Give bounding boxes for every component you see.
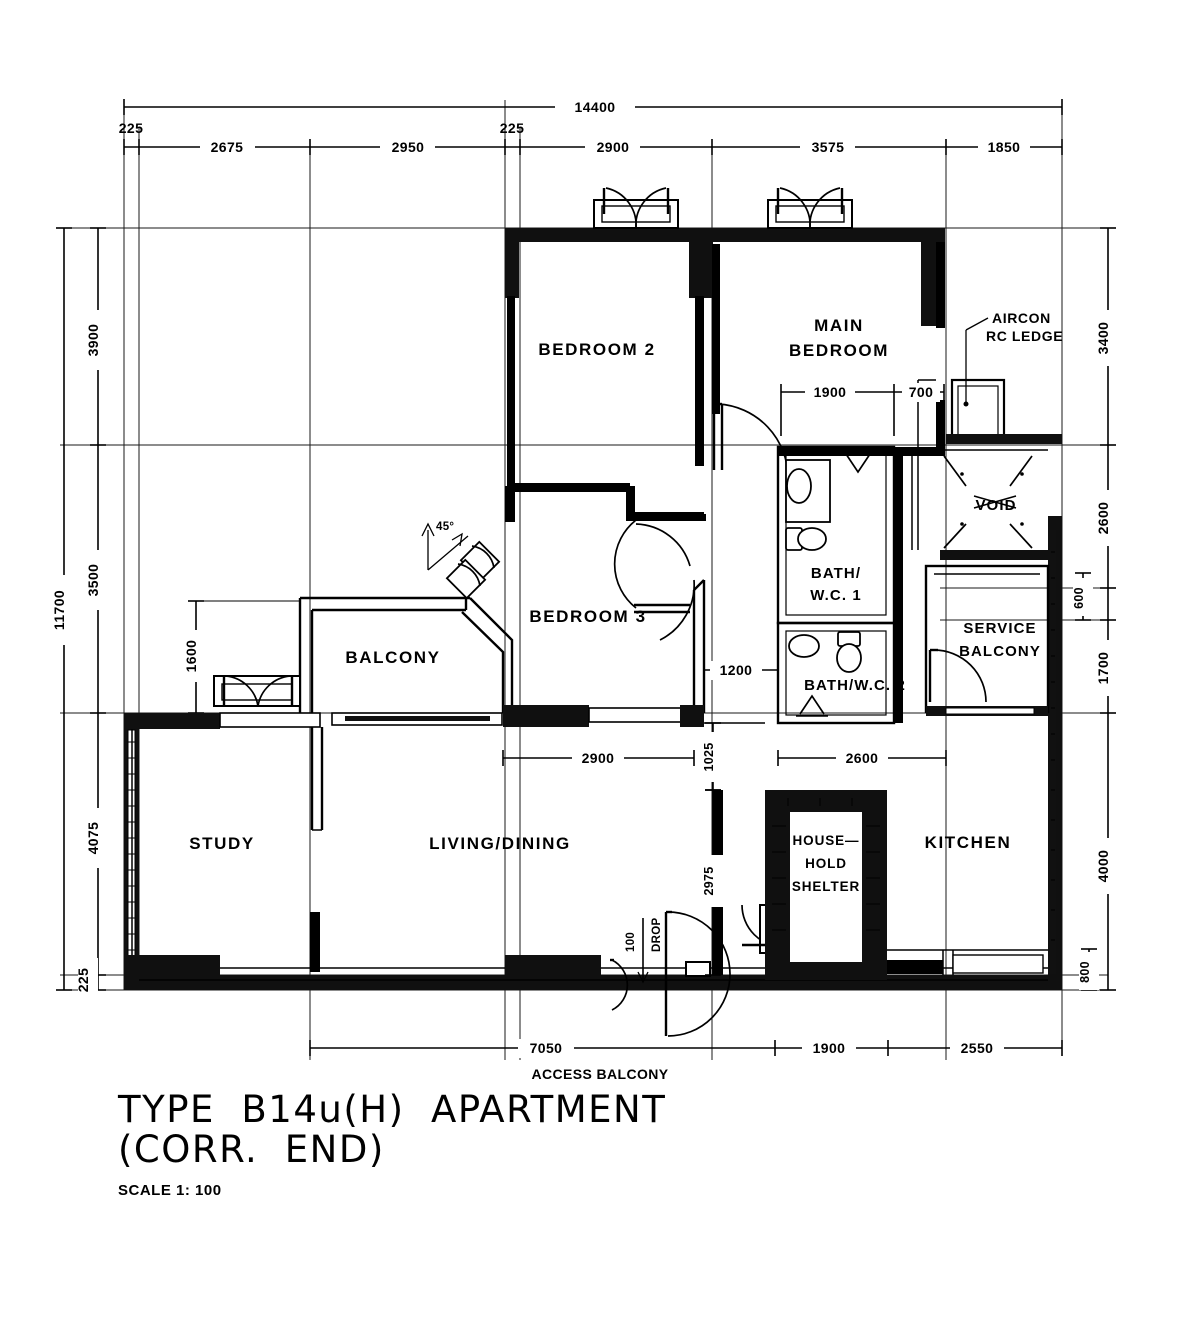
entrance-door: 100 DROP bbox=[610, 910, 731, 1037]
door-bedroom2 bbox=[613, 519, 690, 614]
dim-bedroom3-2900: 2900 bbox=[502, 749, 695, 768]
main-bedroom-label-line1: MAIN bbox=[814, 316, 864, 335]
angle-45-annotation: 45° bbox=[421, 521, 469, 571]
dim-top-2675: 2675 bbox=[211, 139, 244, 155]
bath-corridor-partition bbox=[894, 379, 936, 723]
dim-bottom-1900: 1900 bbox=[813, 1040, 846, 1056]
wall-hatch-right bbox=[1050, 530, 1056, 974]
dim-2975: 2975 bbox=[702, 789, 723, 976]
drawing-title-line2: (CORR. END) bbox=[118, 1128, 385, 1171]
bath-wc1-label-line1: BATH/ bbox=[811, 565, 861, 582]
bath-wc-2: BATH/W.C. 2 bbox=[776, 621, 906, 725]
dim-balcony-depth: 1600 bbox=[183, 600, 300, 714]
drop-annotation: 100 DROP bbox=[625, 918, 663, 984]
shelter-label-line3: SHELTER bbox=[792, 879, 860, 894]
bedroom2-label: BEDROOM 2 bbox=[538, 340, 655, 359]
dim-bottom-7050: 7050 bbox=[530, 1040, 563, 1056]
bottom-dimension-chain: 7050 1900 2550 ACCESS BALCONY bbox=[309, 1039, 1063, 1082]
study-label: STUDY bbox=[189, 834, 255, 853]
wall-top-exterior bbox=[505, 228, 945, 242]
drop-word-label: DROP bbox=[651, 918, 663, 952]
dim-1900-label: 1900 bbox=[814, 384, 847, 400]
dim-main-bedroom-1900: 1900 bbox=[780, 383, 895, 436]
drawing-title-line1: TYPE B14u(H) APARTMENT bbox=[118, 1088, 667, 1131]
bath-wc1-label-line2: W.C. 1 bbox=[810, 587, 862, 604]
drawing-scale: SCALE 1: 100 bbox=[118, 1182, 222, 1199]
grid-extension-lines bbox=[60, 100, 1108, 1060]
household-shelter: HOUSE— HOLD SHELTER bbox=[765, 790, 887, 980]
dim-left-4075: 4075 bbox=[85, 822, 101, 855]
living-dining-label: LIVING/DINING bbox=[429, 834, 571, 853]
dim-top-2950: 2950 bbox=[392, 139, 425, 155]
service-balcony: SERVICE BALCONY bbox=[924, 564, 1050, 716]
bath-wc-1: BATH/ W.C. 1 bbox=[776, 445, 896, 625]
dim-top-1850: 1850 bbox=[988, 139, 1021, 155]
title-block: TYPE B14u(H) APARTMENT (CORR. END) SCALE… bbox=[118, 1088, 818, 1200]
service-balcony-label-line2: BALCONY bbox=[959, 643, 1041, 660]
balcony-label: BALCONY bbox=[345, 648, 440, 667]
dim-right-600: 600 bbox=[1072, 587, 1086, 609]
apartment-outline bbox=[124, 228, 1062, 990]
dim-left-3500: 3500 bbox=[85, 564, 101, 597]
dim-1200: 1200 bbox=[704, 661, 779, 680]
shelter-label-line2: HOLD bbox=[805, 856, 847, 871]
shelter-label-line1: HOUSE— bbox=[793, 833, 860, 848]
dim-right-1700: 1700 bbox=[1095, 652, 1111, 685]
access-balcony-caption: ACCESS BALCONY bbox=[531, 1066, 668, 1082]
door-bedroom3 bbox=[635, 523, 696, 641]
wall-bottom-exterior bbox=[124, 975, 1062, 990]
dim-left-3900: 3900 bbox=[85, 324, 101, 357]
dim-top-225-mid: 225 bbox=[500, 120, 525, 136]
aircon-label-line1: AIRCON bbox=[992, 310, 1051, 326]
balcony-window bbox=[213, 675, 301, 707]
service-balcony-label-line1: SERVICE bbox=[963, 620, 1036, 637]
kitchen-label: KITCHEN bbox=[925, 833, 1012, 852]
dim-2600: 2600 bbox=[777, 749, 947, 768]
door-service-balcony bbox=[928, 648, 987, 703]
main-bedroom-label-line2: BEDROOM bbox=[789, 341, 889, 360]
dim-2600-label: 2600 bbox=[846, 750, 879, 766]
dim-top-overall: 14400 bbox=[575, 99, 616, 115]
shelter-wall-hatch bbox=[772, 798, 880, 931]
aircon-label-line2: RC LEDGE bbox=[986, 328, 1063, 344]
dim-top-225-left: 225 bbox=[119, 120, 144, 136]
dim-top-2900: 2900 bbox=[597, 139, 630, 155]
top-dimension-chain: 225 225 2675 2950 2900 3575 1850 bbox=[119, 120, 1063, 157]
left-dimension-chain: 3900 3500 4075 225 bbox=[75, 227, 108, 1002]
void-area: VOID bbox=[936, 449, 1048, 560]
dim-right-800: 800 bbox=[1078, 961, 1092, 983]
aircon-rc-ledge: AIRCON RC LEDGE bbox=[946, 310, 1063, 444]
dim-right-3400: 3400 bbox=[1095, 322, 1111, 355]
bedroom2-window bbox=[593, 187, 679, 229]
dim-700-label: 700 bbox=[909, 384, 934, 400]
kitchen-area: KITCHEN bbox=[887, 833, 1048, 975]
dim-2900-label: 2900 bbox=[582, 750, 615, 766]
dim-balcony-1600: 1600 bbox=[183, 640, 199, 673]
dim-bottom-2550: 2550 bbox=[961, 1040, 994, 1056]
dim-top-3575: 3575 bbox=[812, 139, 845, 155]
left-dimension-overall: 11700 bbox=[51, 227, 74, 991]
bedroom3-walls: 45° bbox=[421, 521, 706, 727]
top-dimension-overall: 14400 bbox=[123, 97, 1063, 117]
dim-left-overall: 11700 bbox=[51, 590, 67, 630]
bedroom3-diagonal-window bbox=[445, 540, 501, 600]
dim-1025: 1025 bbox=[702, 722, 723, 791]
dim-right-4000: 4000 bbox=[1095, 850, 1111, 883]
dim-2975-label: 2975 bbox=[702, 866, 716, 895]
dim-main-bedroom-700: 700 bbox=[894, 383, 945, 402]
dim-1025-label: 1025 bbox=[702, 742, 716, 771]
main-bedroom-window bbox=[767, 187, 853, 229]
bath-wc2-label: BATH/W.C. 2 bbox=[804, 677, 906, 694]
dim-1200-label: 1200 bbox=[720, 662, 753, 678]
void-label: VOID bbox=[975, 497, 1016, 514]
bedroom3-label: BEDROOM 3 bbox=[529, 607, 646, 626]
dim-right-2600: 2600 bbox=[1095, 502, 1111, 535]
living-study-walls: STUDY LIVING/DINING bbox=[124, 722, 765, 975]
right-dimension-chain: 3400 2600 1700 4000 600 800 bbox=[1072, 227, 1118, 991]
angle-45-label: 45° bbox=[436, 521, 454, 533]
drop-value-label: 100 bbox=[625, 932, 637, 952]
dim-left-225: 225 bbox=[75, 968, 91, 993]
